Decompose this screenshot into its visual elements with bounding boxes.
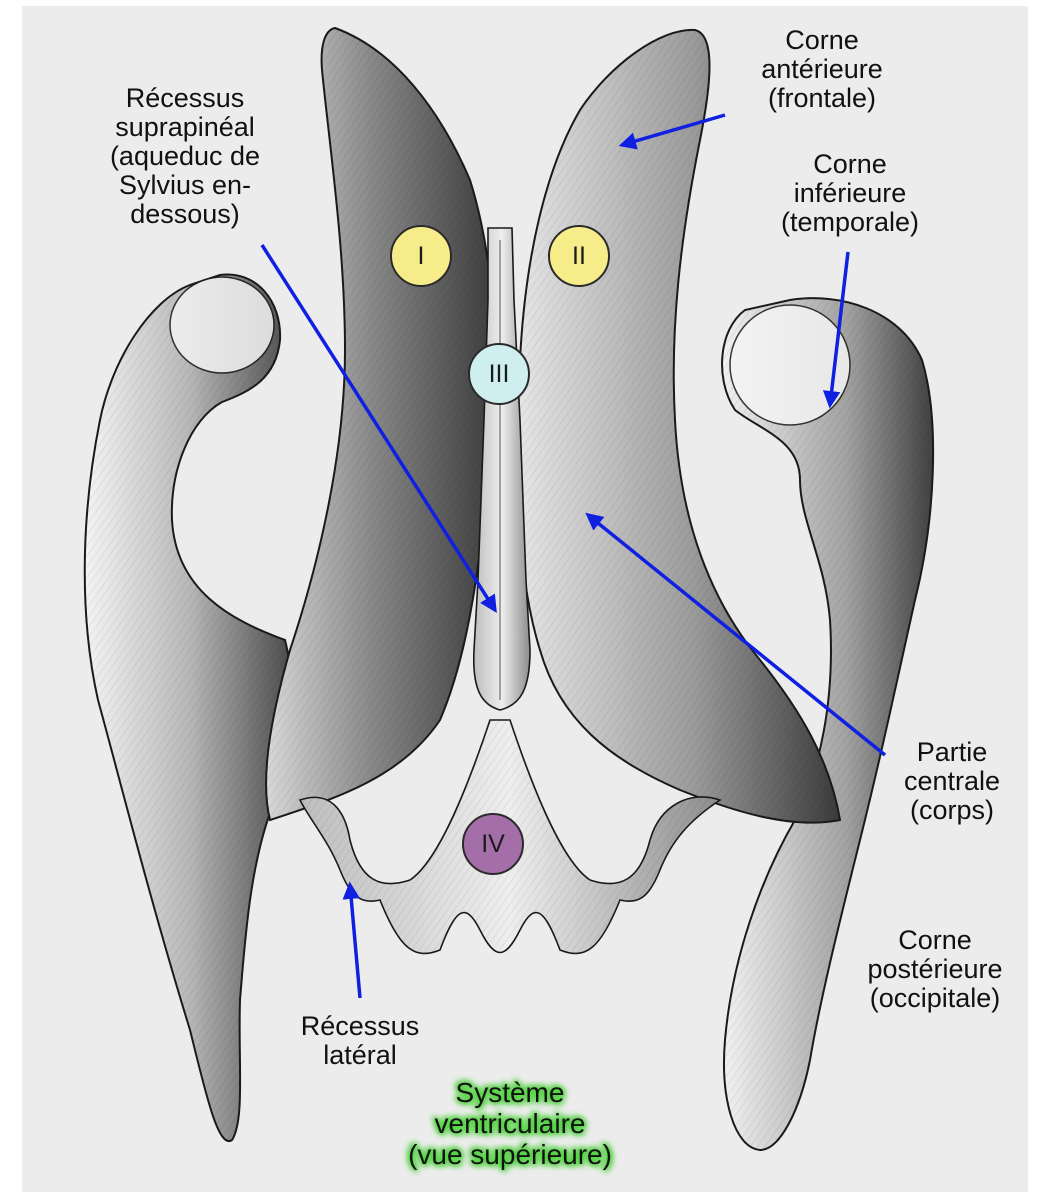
marker-left-lateral-ventricle: I [390, 225, 452, 287]
diagram-caption: Système ventriculaire (vue supérieure) [360, 1077, 660, 1170]
label-corne-inferieure: Corne inférieure (temporale) [740, 150, 960, 237]
marker-fourth-ventricle: IV [462, 813, 524, 875]
label-recessus-suprapineal: Récessus suprapinéal (aqueduc de Sylvius… [70, 84, 300, 229]
marker-third-ventricle: III [468, 343, 530, 405]
label-recessus-lateral: Récessus latéral [270, 1012, 450, 1070]
label-corne-posterieure: Corne postérieure (occipitale) [840, 926, 1030, 1013]
marker-right-lateral-ventricle: II [548, 225, 610, 287]
label-partie-centrale: Partie centrale (corps) [872, 738, 1032, 825]
label-corne-anterieure: Corne antérieure (frontale) [712, 26, 932, 113]
